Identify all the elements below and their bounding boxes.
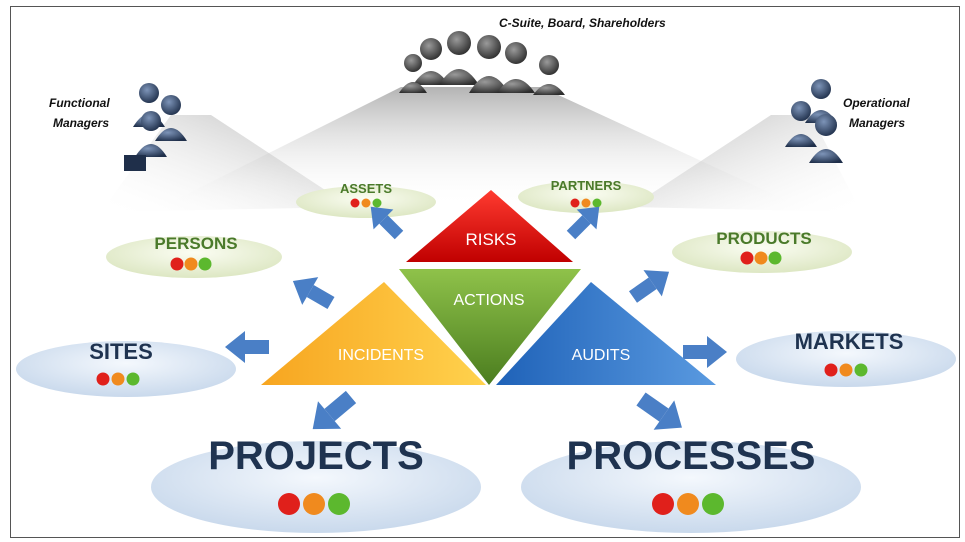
svg-text:PARTNERS: PARTNERS xyxy=(551,178,622,193)
svg-text:RISKS: RISKS xyxy=(465,230,516,249)
arrow-to-persons xyxy=(292,277,335,310)
operational-managers-label-1: Operational xyxy=(843,96,910,110)
svg-text:AUDITS: AUDITS xyxy=(572,347,631,364)
node-projects: PROJECTS xyxy=(151,434,481,533)
diagram-frame: C-Suite, Board, Shareholders Functional … xyxy=(10,6,960,538)
triangle-audits: AUDITS xyxy=(496,282,716,385)
svg-text:PERSONS: PERSONS xyxy=(154,234,237,253)
svg-text:PROJECTS: PROJECTS xyxy=(208,434,424,478)
arrow-to-projects xyxy=(312,390,357,430)
status-lights xyxy=(170,257,212,271)
svg-text:SITES: SITES xyxy=(89,339,153,364)
status-lights xyxy=(570,198,602,208)
top-beam xyxy=(161,87,801,207)
executives-group-icon xyxy=(399,31,565,95)
c-suite-label: C-Suite, Board, Shareholders xyxy=(499,16,666,30)
node-markets: MARKETS xyxy=(736,329,956,387)
status-lights xyxy=(96,372,140,386)
status-lights xyxy=(824,363,868,377)
arrow-to-partners xyxy=(566,206,600,240)
arrow-to-assets xyxy=(370,206,404,240)
arrow-to-markets xyxy=(683,336,727,368)
triangle-risks: RISKS xyxy=(406,190,573,262)
triangle-actions: ACTIONS xyxy=(399,269,581,385)
svg-text:ASSETS: ASSETS xyxy=(340,181,392,196)
status-lights xyxy=(350,198,382,208)
status-lights xyxy=(278,493,350,515)
svg-text:INCIDENTS: INCIDENTS xyxy=(338,347,424,364)
node-partners: PARTNERS xyxy=(518,178,654,213)
svg-text:MARKETS: MARKETS xyxy=(795,329,904,354)
svg-text:PRODUCTS: PRODUCTS xyxy=(716,229,811,248)
node-products: PRODUCTS xyxy=(672,229,852,273)
arrow-to-processes xyxy=(636,392,682,430)
functional-managers-label-1: Functional xyxy=(49,96,110,110)
operational-managers-label-2: Managers xyxy=(849,116,905,130)
operational-managers-icon xyxy=(785,79,843,163)
arrow-to-products xyxy=(628,270,670,303)
svg-text:ACTIONS: ACTIONS xyxy=(453,292,524,309)
node-assets: ASSETS xyxy=(296,181,436,218)
svg-text:PROCESSES: PROCESSES xyxy=(567,434,816,478)
node-processes: PROCESSES xyxy=(521,434,861,533)
node-persons: PERSONS xyxy=(106,234,282,278)
functional-managers-icon xyxy=(124,83,187,171)
functional-managers-label-2: Managers xyxy=(53,116,109,130)
node-sites: SITES xyxy=(16,339,236,397)
diagram-canvas: C-Suite, Board, Shareholders Functional … xyxy=(16,16,956,533)
arrow-to-sites xyxy=(225,331,269,363)
status-lights xyxy=(652,493,724,515)
status-lights xyxy=(740,251,782,265)
triangle-incidents: INCIDENTS xyxy=(261,282,486,385)
